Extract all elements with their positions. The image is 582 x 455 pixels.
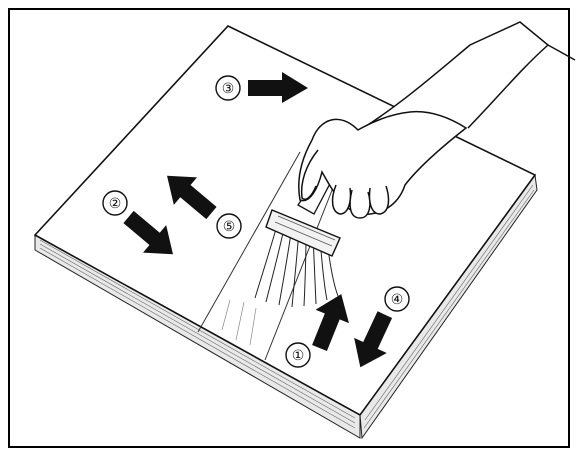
step-4-label: ④ — [391, 292, 404, 308]
step-5-label: ⑤ — [223, 219, 236, 235]
step-marker-3: ③ — [216, 76, 240, 100]
step-1-label: ① — [292, 348, 305, 364]
step-marker-5: ⑤ — [217, 214, 241, 238]
finger-2 — [350, 190, 370, 218]
step-3-label: ③ — [222, 81, 235, 97]
step-marker-2: ② — [103, 191, 127, 215]
step-marker-4: ④ — [385, 287, 409, 311]
arm-line — [548, 45, 575, 60]
finger-1 — [333, 185, 351, 214]
finger-3 — [369, 186, 388, 214]
step-marker-1: ① — [286, 343, 310, 367]
step-2-label: ② — [109, 196, 122, 212]
forearm — [360, 22, 548, 130]
